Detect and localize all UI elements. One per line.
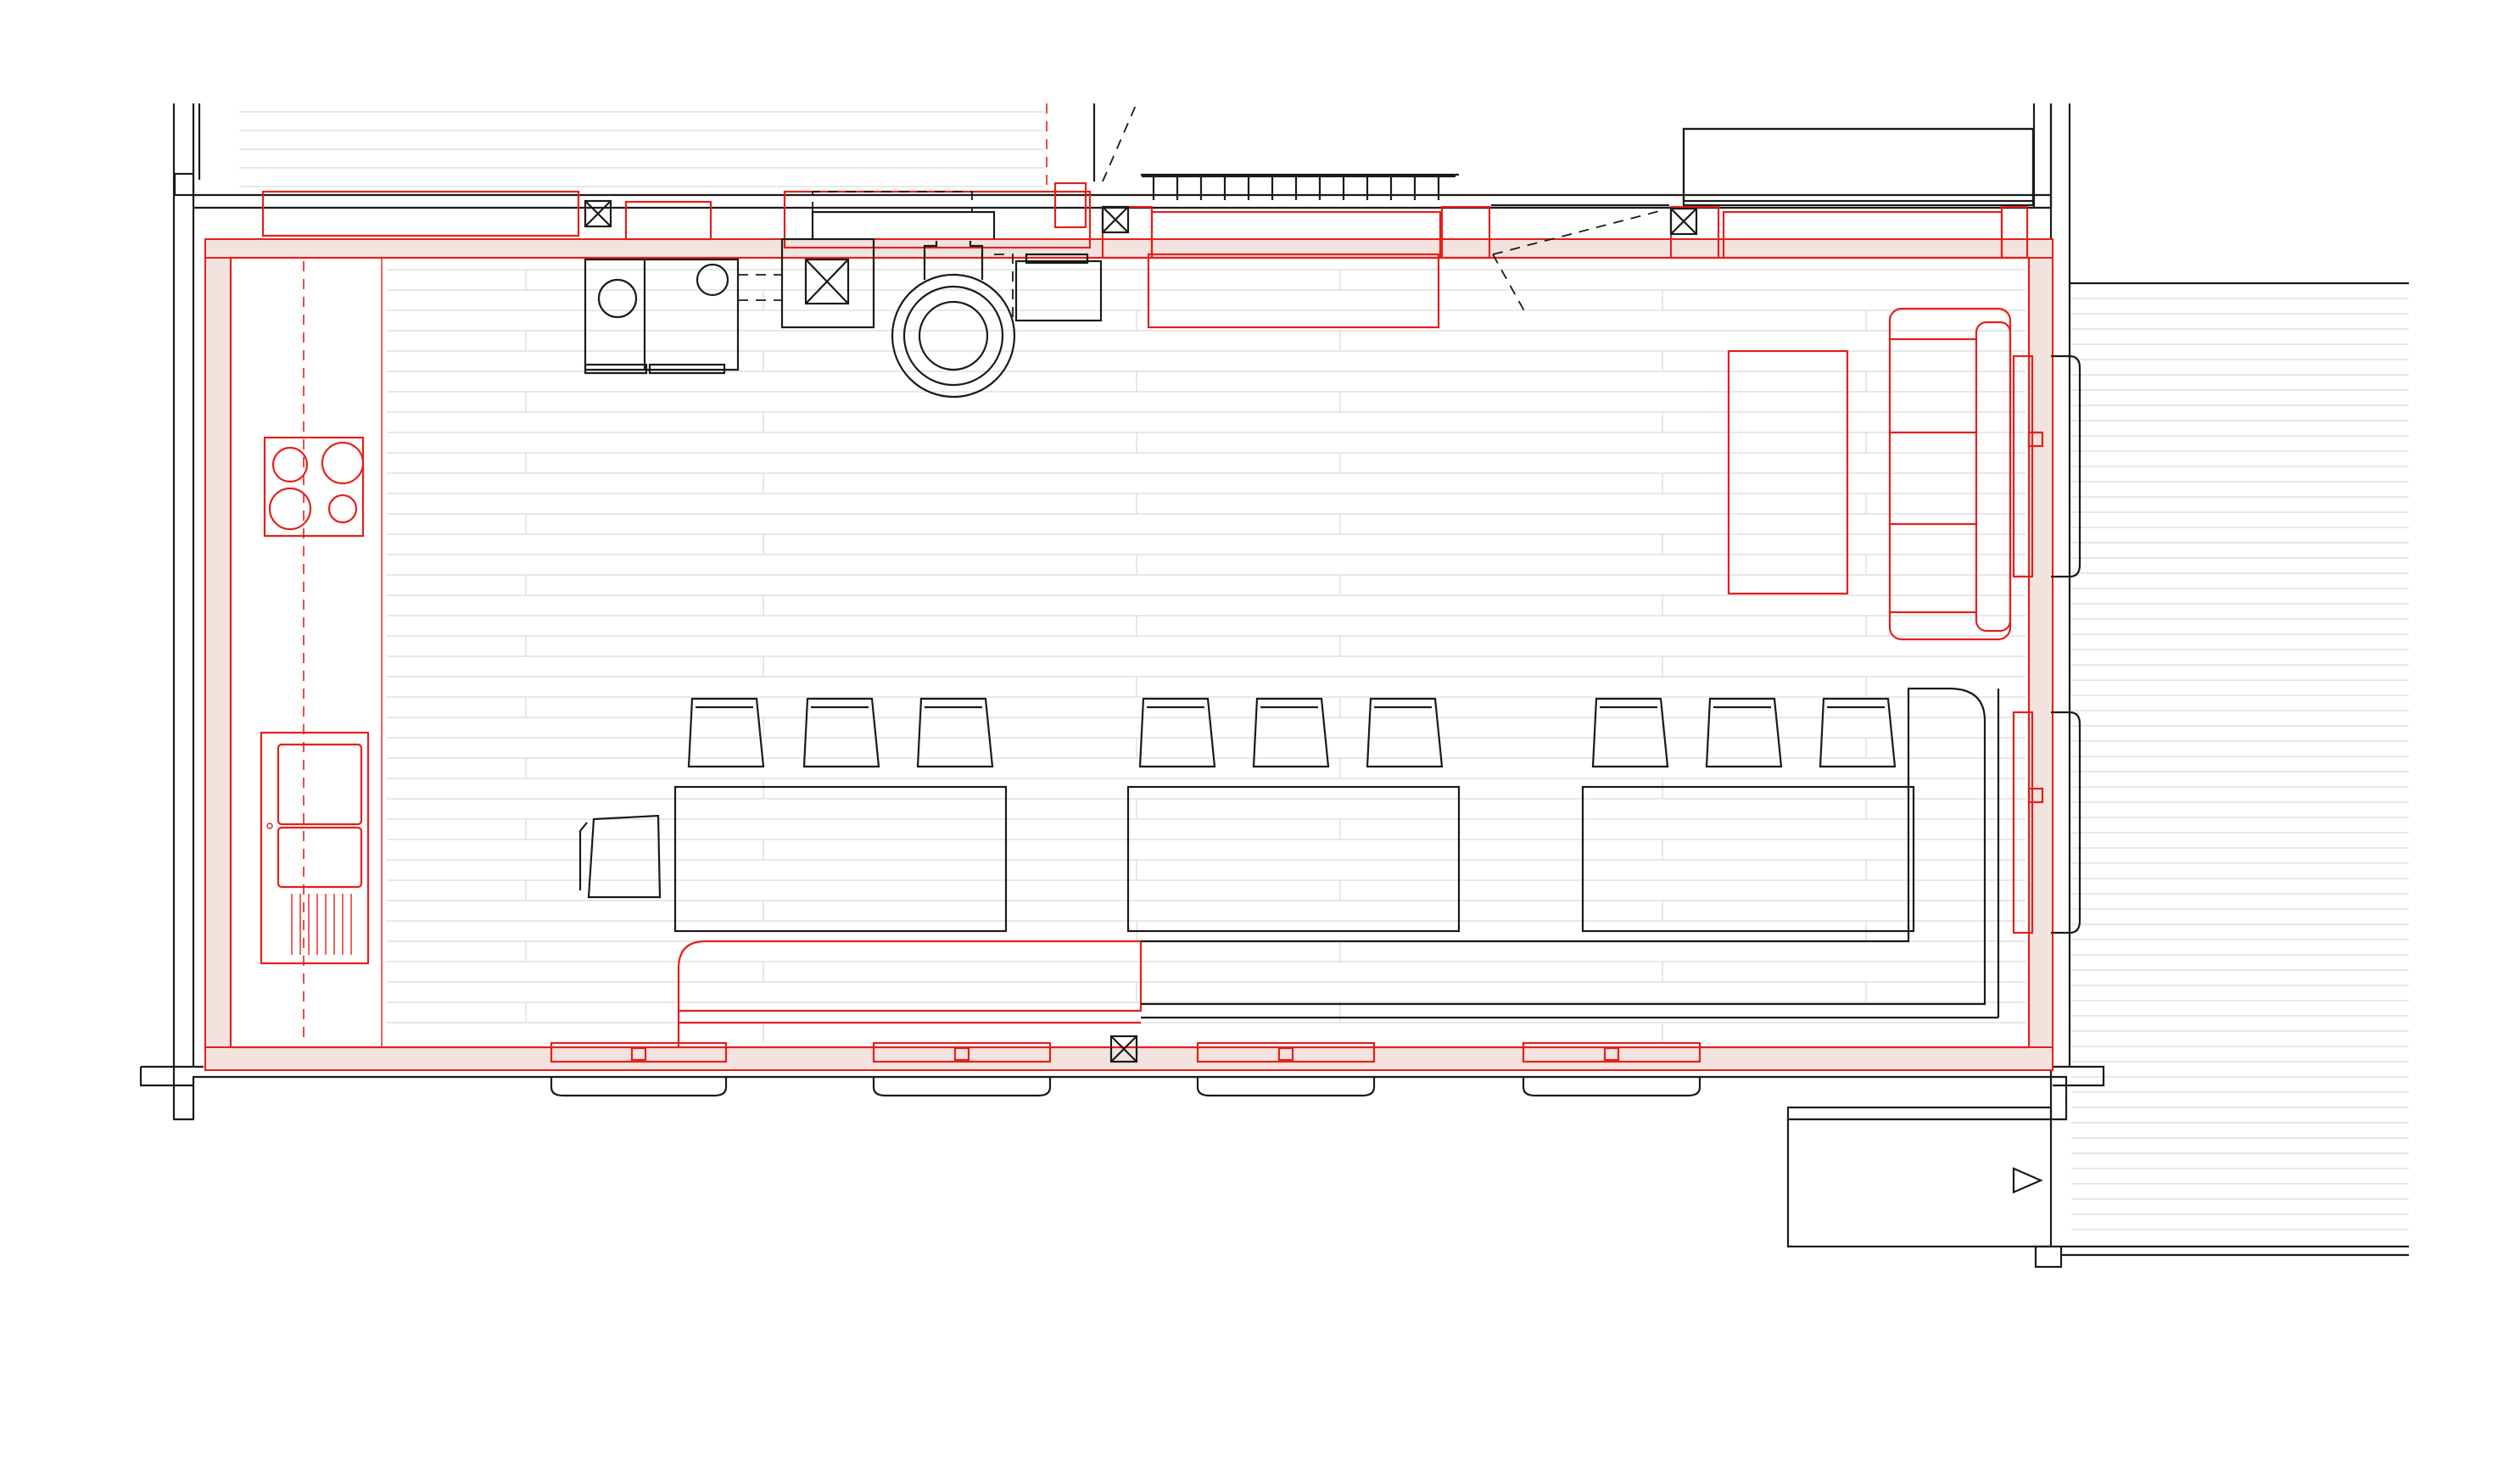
post-cross (1110, 1035, 1137, 1063)
bottom-wall-windows (550, 1041, 1701, 1097)
stool (1705, 697, 1783, 768)
window-sill (1522, 1077, 1701, 1097)
post (1109, 1035, 1138, 1063)
window-frame (1522, 1041, 1701, 1063)
window-frame (2012, 354, 2034, 578)
window-sill (2051, 354, 2081, 578)
post-cross (584, 200, 612, 227)
window-hinge (1603, 1046, 1620, 1062)
window-sill (2051, 711, 2081, 934)
cooktop-burner-4 (327, 494, 358, 524)
structural-posts (584, 199, 1698, 1063)
window-sill (872, 1077, 1052, 1097)
window-frame (550, 1041, 728, 1063)
window-frame (1196, 1041, 1376, 1063)
dining-area (673, 697, 1915, 933)
cooktop (263, 436, 365, 538)
door-swings (1491, 204, 1669, 316)
l-bench (677, 687, 2000, 1047)
dining-table (1126, 785, 1461, 933)
window-hinge (630, 1046, 647, 1062)
window-hinge (1277, 1046, 1294, 1062)
window-frame (2012, 711, 2034, 934)
cooktop-burner-2 (321, 441, 365, 485)
coffee-table (1727, 349, 1849, 595)
wood-stove (891, 273, 1016, 399)
window-hinge (2027, 787, 2044, 804)
stool (1591, 697, 1669, 768)
stool (1252, 697, 1330, 768)
sink-bowl-2 (277, 826, 363, 889)
dining-table (1581, 785, 1915, 933)
sink-bowl-1 (277, 743, 363, 826)
sofa (1888, 307, 2012, 641)
stool (687, 697, 765, 768)
side-cabinet (1014, 259, 1103, 322)
post (1101, 205, 1130, 234)
right-wall-windows (2012, 354, 2081, 934)
sink-drainer (291, 894, 352, 955)
window-hinge (2027, 431, 2044, 448)
window-hinge (953, 1046, 970, 1062)
top-bench (1147, 253, 1440, 329)
new-wall-lining (204, 181, 2053, 1071)
sink-unit (260, 731, 370, 965)
range-unit (584, 258, 740, 371)
stool (1138, 697, 1216, 768)
post (1669, 207, 1698, 236)
flue-box (780, 237, 875, 329)
post (584, 199, 612, 228)
lounge (1727, 307, 2012, 641)
interior-floorboards (387, 269, 2025, 1043)
exterior-stair (1786, 1106, 2409, 1269)
window-sill (1196, 1077, 1376, 1097)
appliances (584, 191, 1103, 399)
window-sill (550, 1077, 728, 1097)
side-chair (578, 814, 662, 899)
upper-exterior (1046, 103, 2036, 208)
exterior-deck-boards (2070, 282, 2409, 1230)
sofa-back (1975, 321, 2012, 633)
cooktop-burner-1 (271, 446, 309, 483)
stool (1819, 697, 1897, 768)
cooktop-burner-3 (268, 487, 312, 531)
porch-railing (1142, 175, 1456, 200)
upper-porch-boards (239, 111, 1043, 187)
dining-table (673, 785, 1008, 933)
post-cross (1670, 208, 1697, 235)
stool (916, 697, 994, 768)
stool (802, 697, 880, 768)
stool (1366, 697, 1444, 768)
kitchen-counter (260, 258, 383, 1047)
post-cross (1102, 206, 1129, 233)
window-frame (872, 1041, 1052, 1063)
